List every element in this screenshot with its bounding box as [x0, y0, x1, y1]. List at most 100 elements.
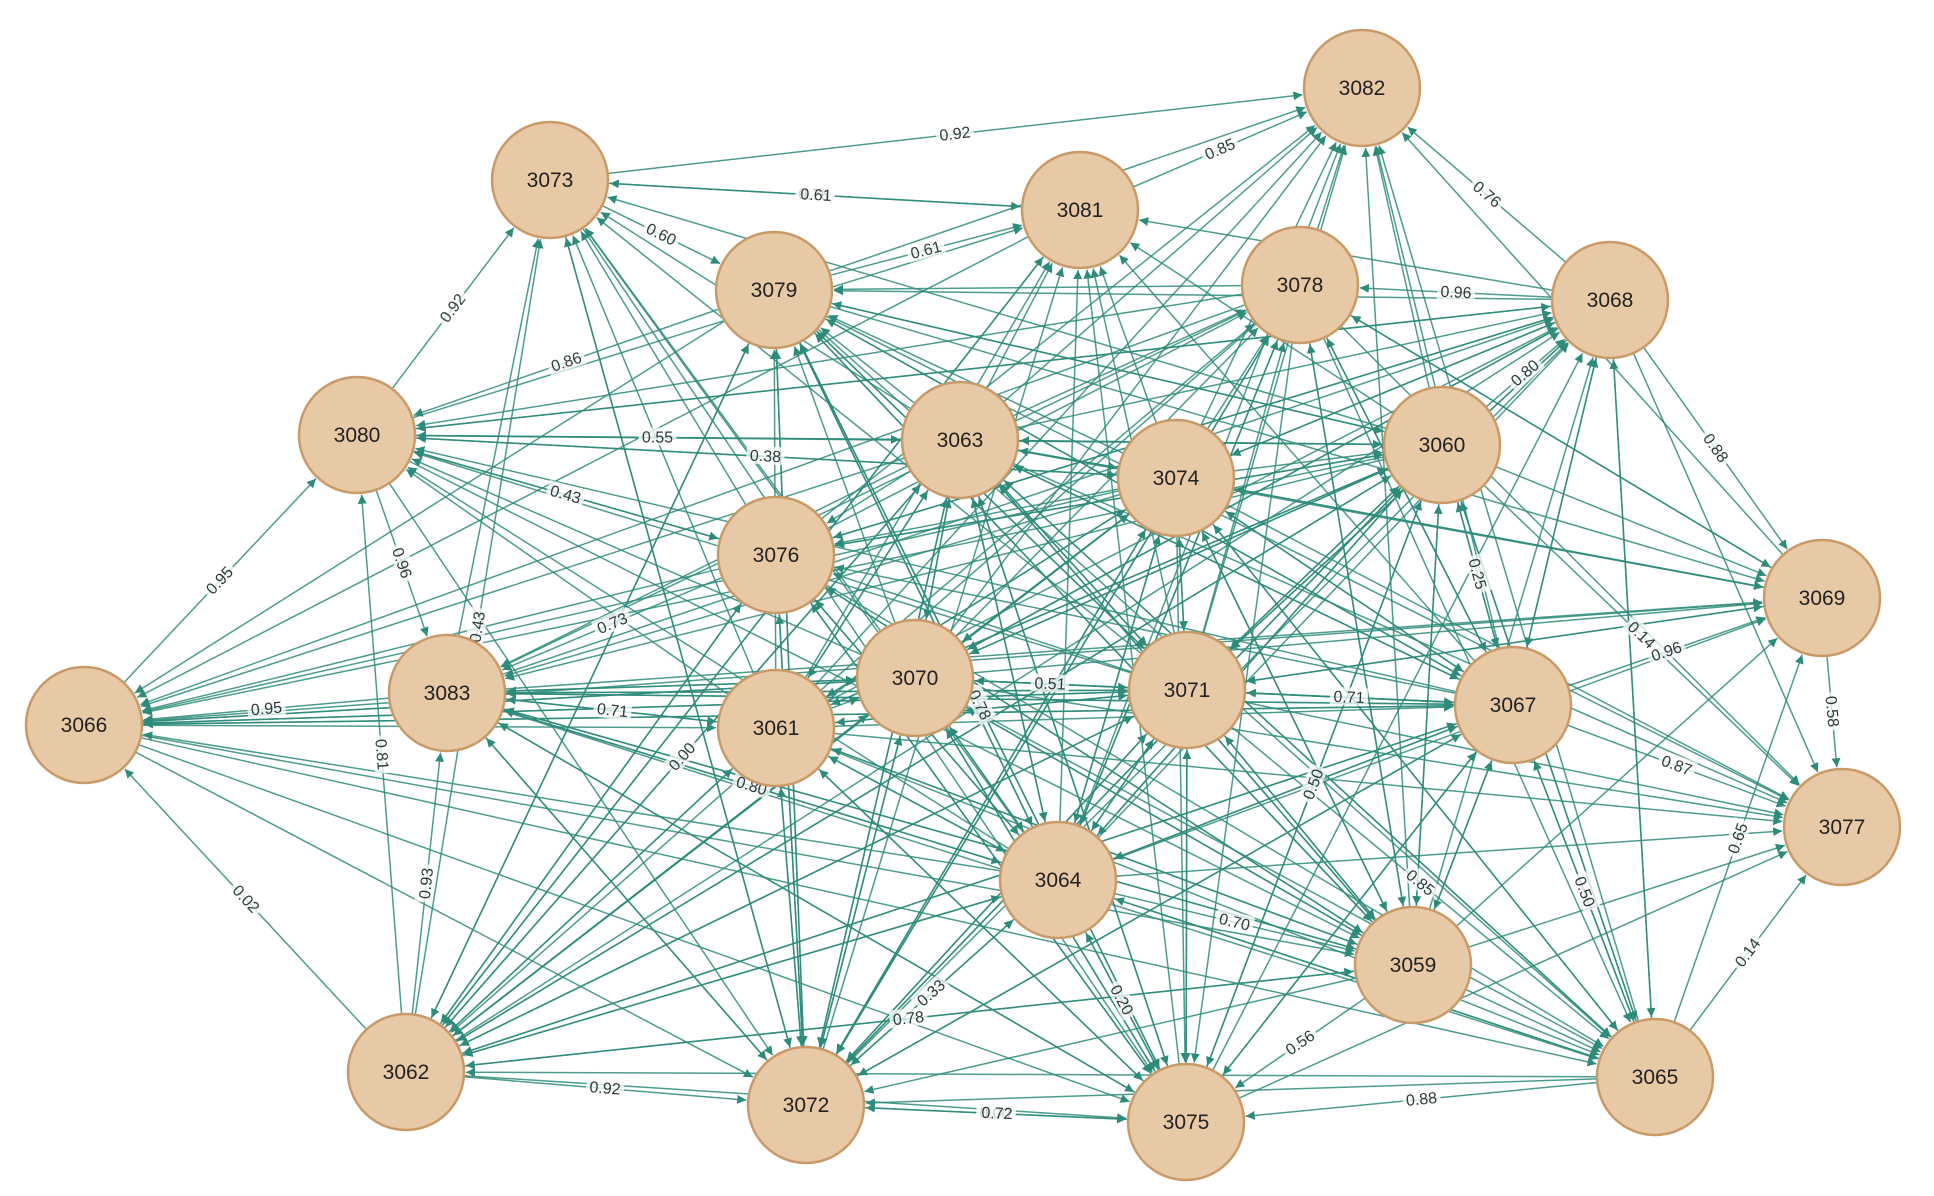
node-circle[interactable] — [1762, 538, 1882, 658]
node-3062[interactable]: 3062 — [346, 1012, 466, 1132]
edge-3076-3062 — [440, 601, 743, 1024]
node-circle[interactable] — [1453, 645, 1573, 765]
node-circle[interactable] — [1550, 240, 1670, 360]
node-circle[interactable] — [746, 1045, 866, 1165]
edge-3070-3065 — [965, 704, 1603, 1050]
node-circle[interactable] — [1353, 905, 1473, 1025]
edge-3070-3068 — [965, 328, 1558, 651]
node-circle[interactable] — [1116, 418, 1236, 538]
edge-3064-3081 — [1059, 269, 1083, 823]
edge-label-bg — [199, 560, 239, 601]
edge-label-bg — [746, 445, 785, 466]
node-circle[interactable] — [1127, 630, 1247, 750]
edge-label-bg — [796, 184, 836, 205]
node-circle[interactable] — [1382, 385, 1502, 505]
node-circle[interactable] — [998, 820, 1118, 940]
edge-label-bg — [888, 1006, 929, 1029]
node-3073[interactable]: 3073 — [490, 120, 610, 240]
node-circle[interactable] — [24, 665, 144, 785]
edge-3070-3064 — [947, 724, 1024, 832]
edge-3071-3082 — [1202, 145, 1348, 635]
edge-3074-3060 — [1233, 449, 1383, 472]
edge-3063-3075 — [977, 494, 1169, 1066]
node-circle[interactable] — [1595, 1017, 1715, 1137]
node-3077[interactable]: 3077 — [1782, 767, 1902, 887]
node-label: 3076 — [753, 544, 800, 567]
edge-3074-3078 — [1206, 335, 1269, 430]
edge-3069-3059a — [1455, 637, 1778, 927]
node-3080[interactable]: 3080 — [297, 375, 417, 495]
node-3070[interactable]: 3070 — [855, 618, 975, 738]
node-circle[interactable] — [716, 668, 836, 788]
node-3081[interactable]: 3081 — [1020, 150, 1140, 270]
node-circle[interactable] — [900, 380, 1020, 500]
edge-3083-3072 — [484, 736, 768, 1061]
node-circle[interactable] — [1782, 767, 1902, 887]
node-3059a[interactable]: 3069 — [1762, 538, 1882, 658]
edge-3067-3062 — [462, 722, 1459, 1055]
node-3060[interactable]: 3060 — [1382, 385, 1502, 505]
edge-3074-3068 — [1229, 322, 1555, 457]
node-3076[interactable]: 3076 — [716, 495, 836, 615]
edge-3074-3059a — [1232, 487, 1764, 590]
edge-label-bg — [1464, 553, 1492, 595]
node-3071[interactable]: 3071 — [1127, 630, 1247, 750]
edge-3061-3065 — [829, 748, 1600, 1056]
node-circle[interactable] — [855, 618, 975, 738]
edge-label-bg — [1198, 132, 1241, 165]
edge-3078-3082 — [1316, 144, 1346, 230]
edge-3074-3065 — [1211, 522, 1619, 1031]
edge-label-bg — [414, 863, 437, 904]
edge-3083-3059a — [504, 598, 1763, 690]
node-3082[interactable]: 3082 — [1302, 28, 1422, 148]
node-3066[interactable]: 3066 — [24, 665, 144, 785]
edge-label-bg — [1278, 1023, 1321, 1061]
edge-3079-3066 — [134, 320, 726, 694]
node-3079[interactable]: 3079 — [714, 230, 834, 350]
edge-label-bg — [640, 217, 683, 251]
edge-3069-3077 — [1467, 843, 1786, 948]
node-3067[interactable]: 3067 — [1453, 645, 1573, 765]
node-3061[interactable]: 3061 — [716, 668, 836, 788]
node-circle[interactable] — [346, 1012, 466, 1132]
node-label: 3070 — [892, 667, 939, 690]
edge-weight-label: 0.72 — [981, 1105, 1013, 1123]
edge-3061-3062 — [449, 766, 735, 1032]
edge-3063-3068 — [1016, 310, 1552, 429]
node-label: 3073 — [527, 169, 574, 192]
edge-3067-3076 — [834, 564, 1457, 695]
node-3075[interactable]: 3075 — [1126, 1062, 1246, 1182]
edge-weight-label: 0.51 — [1034, 675, 1066, 693]
node-3074[interactable]: 3074 — [1116, 418, 1236, 538]
node-3064[interactable]: 3064 — [998, 820, 1118, 940]
edge-label-bg — [910, 973, 951, 1012]
edge-label-bg — [638, 427, 677, 446]
edge-3070-3078 — [955, 327, 1259, 638]
edge-3064-3077 — [1115, 827, 1783, 877]
node-circle[interactable] — [716, 495, 836, 615]
node-circle[interactable] — [1302, 28, 1422, 148]
node-3072[interactable]: 3072 — [746, 1045, 866, 1165]
edge-3061-3070 — [830, 697, 859, 710]
node-3068[interactable]: 3068 — [1550, 240, 1670, 360]
node-label: 3067 — [1490, 694, 1537, 717]
node-circle[interactable] — [297, 375, 417, 495]
node-circle[interactable] — [490, 120, 610, 240]
node-3069[interactable]: 3059 — [1353, 905, 1473, 1025]
node-circle[interactable] — [1240, 225, 1360, 345]
node-3083[interactable]: 3083 — [387, 633, 507, 753]
node-3065[interactable]: 3065 — [1595, 1017, 1715, 1137]
node-circle[interactable] — [714, 230, 834, 350]
node-3078[interactable]: 3078 — [1240, 225, 1360, 345]
edge-3074-3081 — [1098, 266, 1158, 424]
node-circle[interactable] — [1126, 1062, 1246, 1182]
edge-label-bg — [545, 479, 587, 508]
node-3063[interactable]: 3063 — [900, 380, 1020, 500]
edge-3071-3075 — [1181, 747, 1191, 1063]
edge-weight-label: 0.61 — [800, 186, 832, 205]
edge-3078-3066 — [140, 303, 1246, 706]
node-circle[interactable] — [1020, 150, 1140, 270]
node-circle[interactable] — [387, 633, 507, 753]
edge-3074-3071 — [1178, 535, 1188, 631]
